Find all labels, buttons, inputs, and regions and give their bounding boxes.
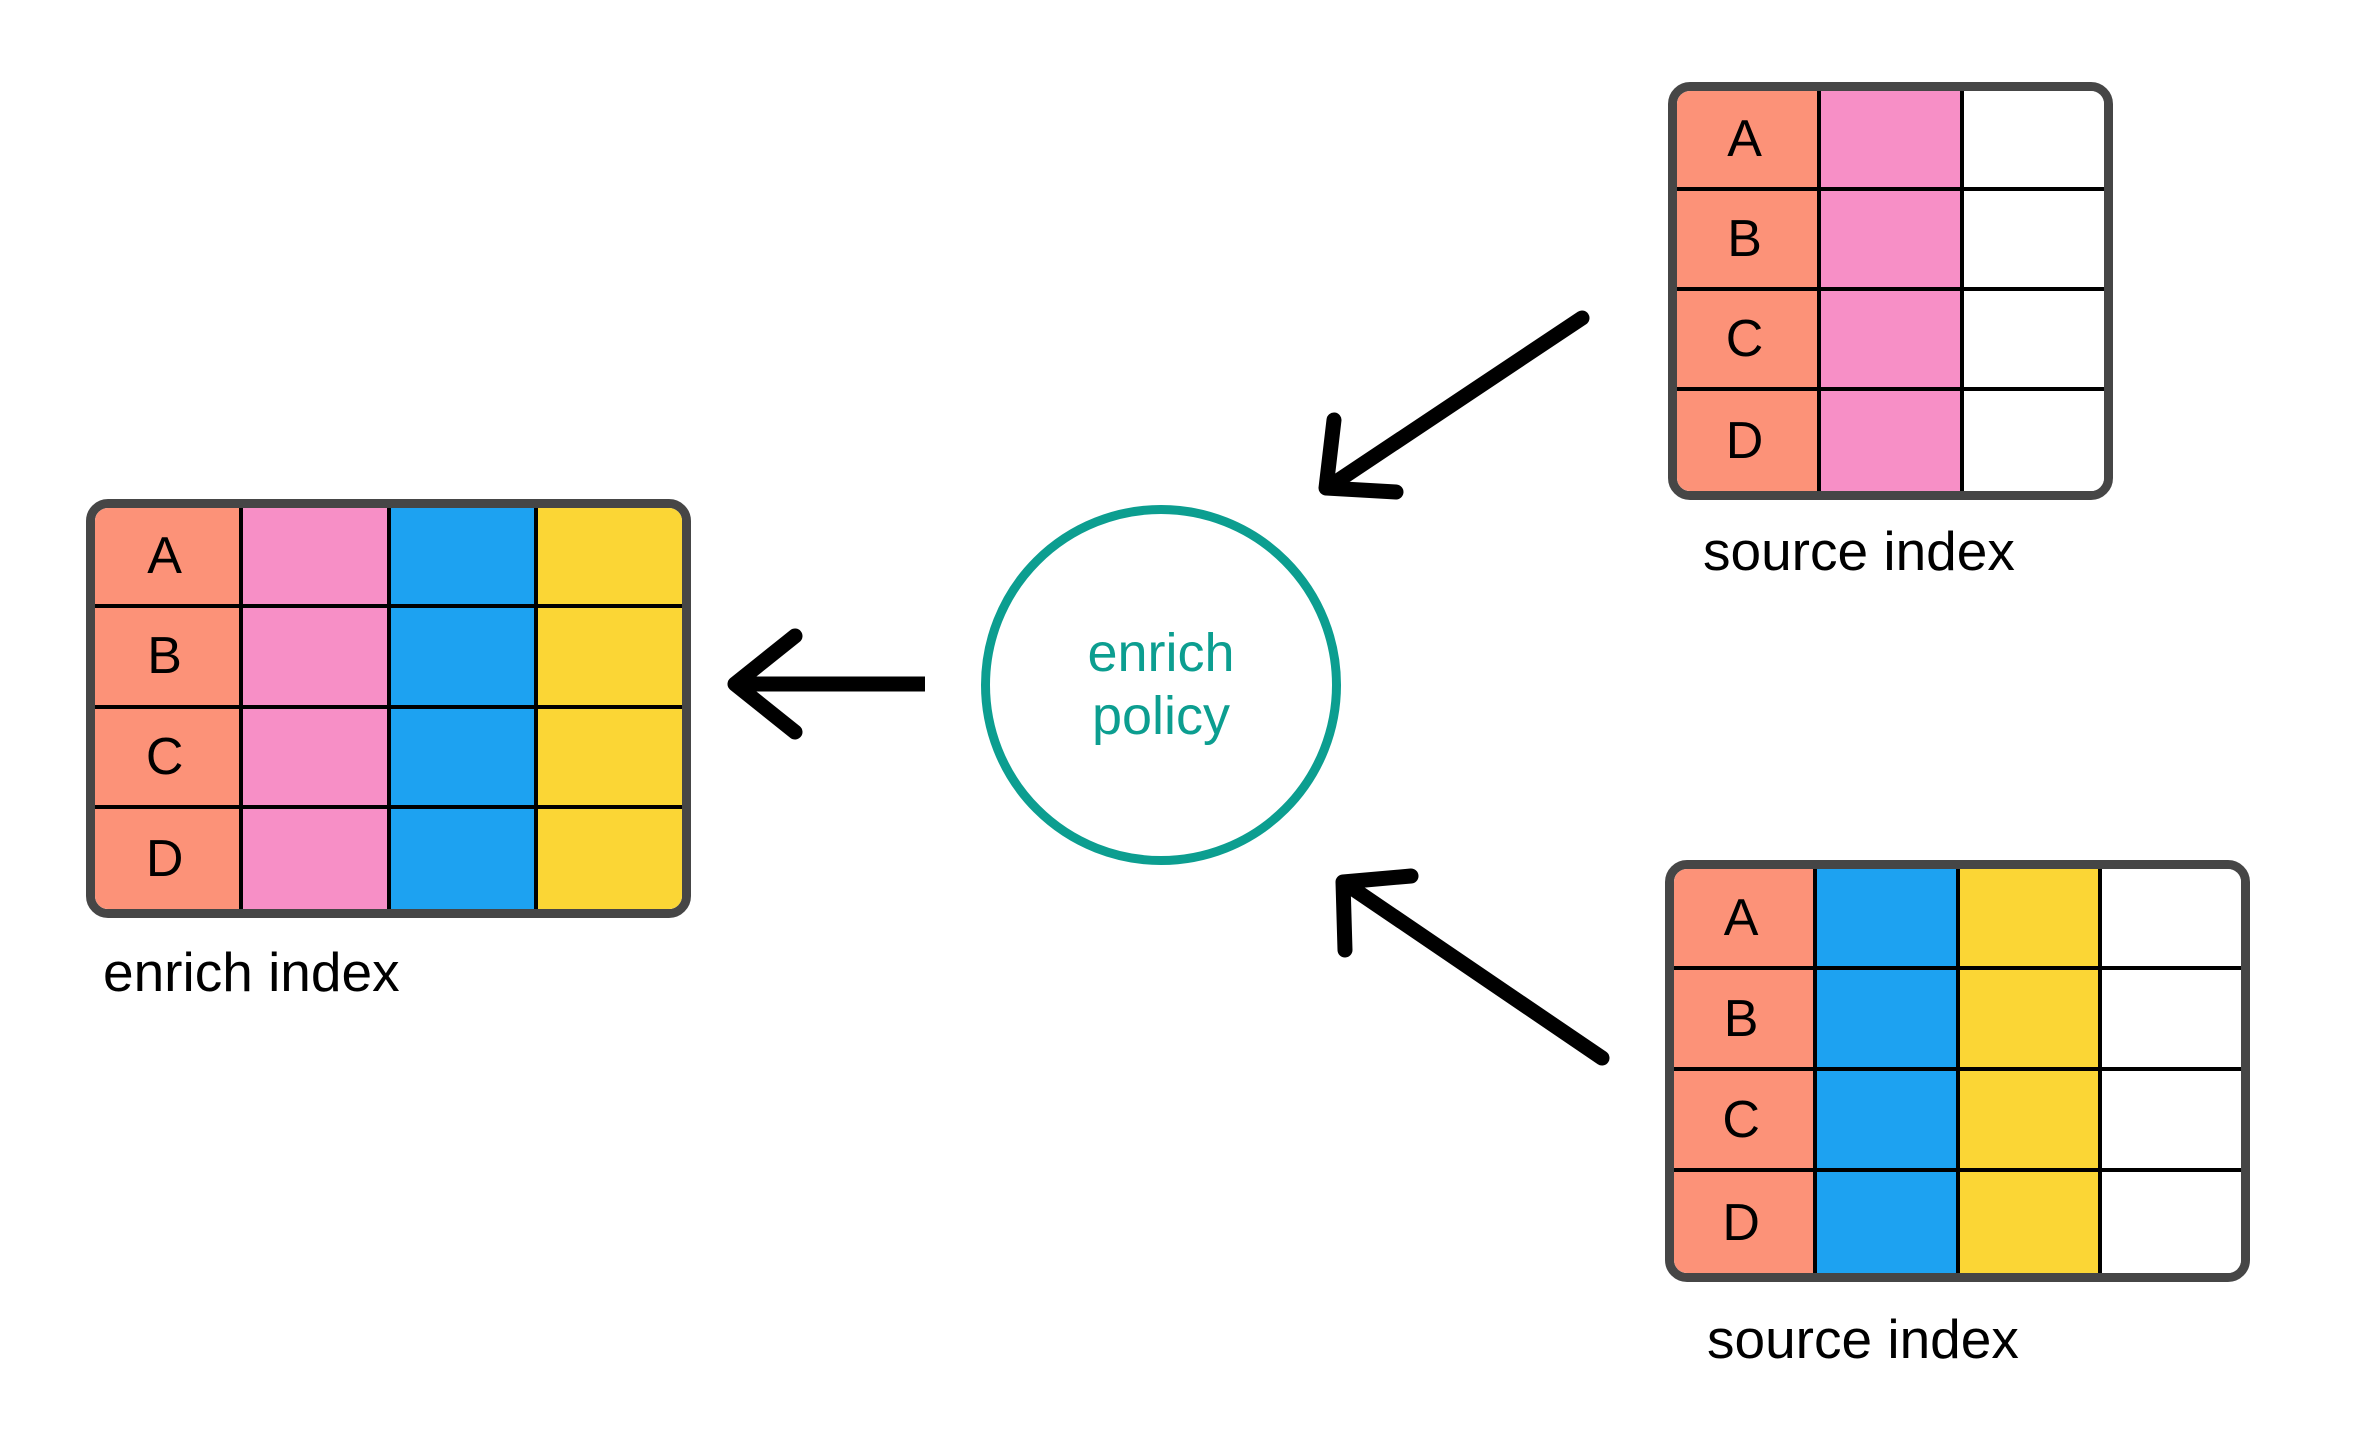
table-cell-key: C xyxy=(1677,291,1821,391)
row-key-label: C xyxy=(1722,1090,1761,1149)
table-row: A xyxy=(1677,91,2104,191)
table-cell-yellow xyxy=(538,608,682,709)
table-cell-key: C xyxy=(95,708,243,809)
table-cell-blue xyxy=(390,808,539,909)
arrow-source-top-to-policy-icon xyxy=(1318,310,1590,500)
table-cell-blue xyxy=(390,608,539,709)
enrich-policy-label-line2: policy xyxy=(1091,686,1231,746)
table-cell-yellow xyxy=(1959,869,2103,970)
source-index-top-caption: source index xyxy=(1703,520,2015,582)
table-cell-key: B xyxy=(95,608,243,709)
table-cell-blue xyxy=(1816,970,1960,1071)
table-cell-key: D xyxy=(1677,391,1821,491)
table-cell-blue xyxy=(390,708,539,809)
table-row: C xyxy=(1674,1071,2241,1172)
table-cell-key: A xyxy=(1677,91,1821,191)
table-cell-pink xyxy=(1820,391,1965,491)
table-cell-yellow xyxy=(538,808,682,909)
row-key-label: B xyxy=(147,627,183,686)
table-row: A xyxy=(1674,869,2241,970)
table-cell-key: B xyxy=(1674,970,1817,1071)
table-cell-pink xyxy=(242,608,391,709)
table-cell-empty xyxy=(2102,970,2241,1071)
table-cell-blue xyxy=(1816,1172,1960,1273)
table-cell-blue xyxy=(390,508,539,609)
table-cell-yellow xyxy=(1959,1172,2103,1273)
table-cell-yellow xyxy=(1959,1071,2103,1172)
table-cell-empty xyxy=(1964,191,2104,291)
enrich-index-table: A B C xyxy=(86,499,691,918)
table-cell-pink xyxy=(1820,191,1965,291)
table-cell-blue xyxy=(1816,869,1960,970)
table-row: B xyxy=(95,608,682,709)
table-row: B xyxy=(1674,970,2241,1071)
table-row: D xyxy=(95,808,682,909)
table-row: C xyxy=(1677,291,2104,391)
source-index-bottom-table: A B C xyxy=(1665,860,2250,1282)
table-cell-yellow xyxy=(538,508,682,609)
table-row: C xyxy=(95,708,682,809)
table-cell-empty xyxy=(1964,91,2104,191)
table-cell-yellow xyxy=(538,708,682,809)
table-cell-key: D xyxy=(1674,1172,1817,1273)
table-cell-empty xyxy=(2102,869,2241,970)
source-index-top-table: A B C D xyxy=(1668,82,2113,500)
table-row: D xyxy=(1677,391,2104,491)
table-cell-pink xyxy=(242,808,391,909)
enrich-policy-node: enrich policy xyxy=(981,505,1341,865)
table-cell-key: C xyxy=(1674,1071,1817,1172)
table-row: A xyxy=(95,508,682,609)
row-key-label: D xyxy=(1725,412,1764,470)
table-cell-empty xyxy=(2102,1172,2241,1273)
row-key-label: D xyxy=(145,829,184,888)
table-cell-pink xyxy=(1820,291,1965,391)
row-key-label: B xyxy=(1727,210,1763,268)
table-cell-empty xyxy=(1964,291,2104,391)
table-cell-key: B xyxy=(1677,191,1821,291)
arrow-policy-to-enrich-index-icon xyxy=(727,628,925,740)
table-cell-pink xyxy=(242,508,391,609)
arrow-source-bottom-to-policy-icon xyxy=(1335,868,1610,1066)
row-key-label: C xyxy=(1725,310,1764,368)
enrich-index-caption: enrich index xyxy=(103,941,400,1003)
row-key-label: D xyxy=(1722,1193,1761,1252)
table-row: B xyxy=(1677,191,2104,291)
table-cell-empty xyxy=(2102,1071,2241,1172)
table-cell-blue xyxy=(1816,1071,1960,1172)
source-index-bottom-caption: source index xyxy=(1707,1308,2019,1370)
row-key-label: C xyxy=(145,727,184,786)
table-cell-key: A xyxy=(95,508,243,609)
table-cell-pink xyxy=(1820,91,1965,191)
row-key-label: B xyxy=(1723,989,1759,1048)
enrich-policy-label-line1: enrich xyxy=(1087,622,1235,683)
table-cell-key: A xyxy=(1674,869,1817,970)
table-cell-pink xyxy=(242,708,391,809)
table-cell-key: D xyxy=(95,808,243,909)
row-key-label: A xyxy=(147,527,183,586)
table-row: D xyxy=(1674,1172,2241,1273)
row-key-label: A xyxy=(1727,110,1763,168)
table-cell-empty xyxy=(1964,391,2104,491)
row-key-label: A xyxy=(1723,888,1759,947)
table-cell-yellow xyxy=(1959,970,2103,1071)
